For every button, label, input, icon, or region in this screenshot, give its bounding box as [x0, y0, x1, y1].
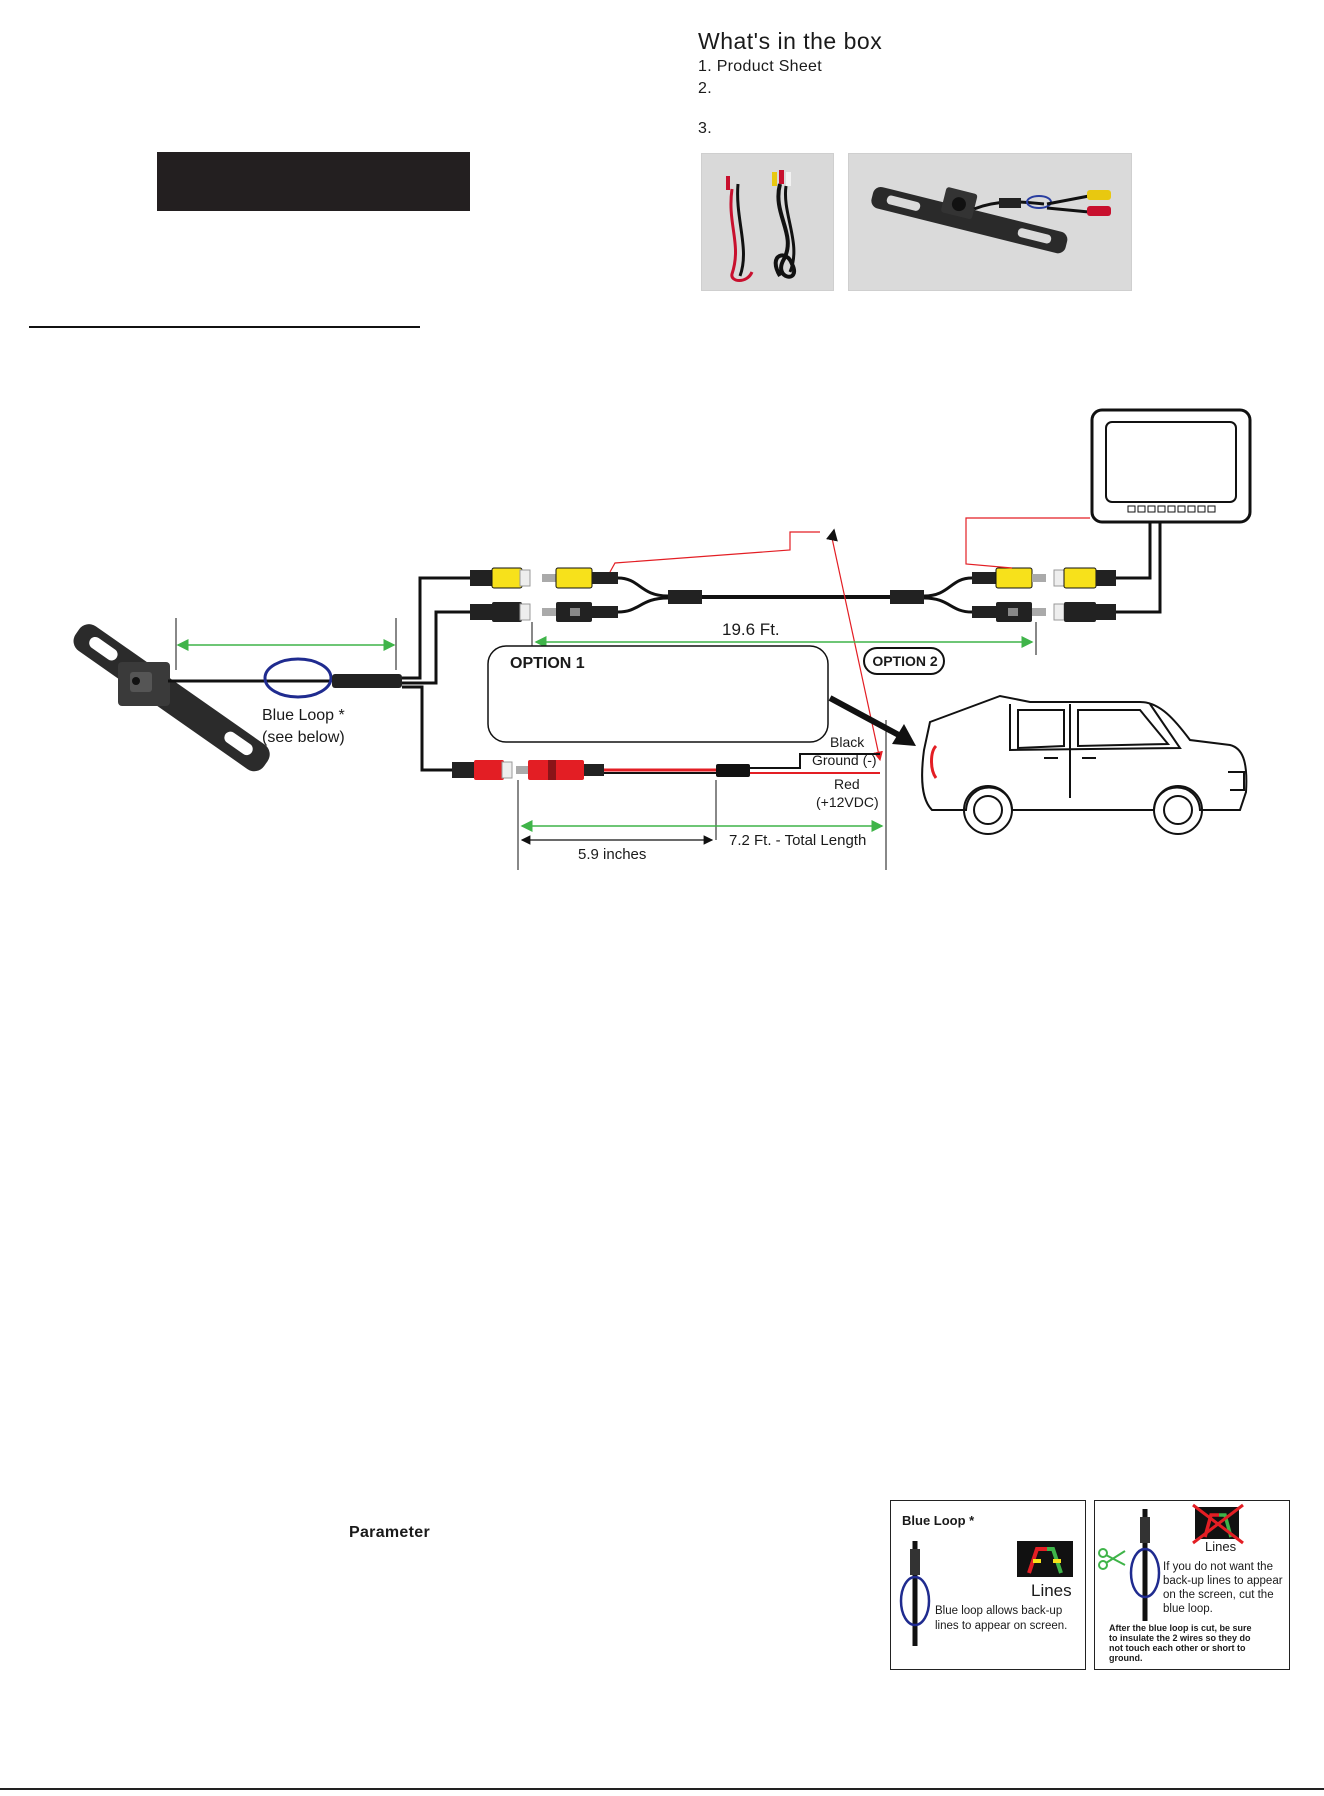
- monitor-icon: [1090, 408, 1252, 524]
- cut-warning-4: ground.: [1109, 1653, 1143, 1663]
- cut-instruction-2: back-up lines to appear: [1163, 1575, 1283, 1587]
- box-item-3-number: 3.: [698, 120, 712, 137]
- extension-video-plug-right: [972, 567, 1046, 589]
- cut-instruction-4: blue loop.: [1163, 1603, 1213, 1615]
- camera-power-connector: [470, 602, 531, 622]
- camera-bracket-illustration: [849, 154, 1131, 290]
- cut-loop-illustration: [1098, 1503, 1244, 1621]
- box-item-2-number: 2.: [698, 80, 712, 97]
- blue-loop: [263, 657, 333, 699]
- box-item-3: 3.: [698, 120, 712, 138]
- option-2-pill: [863, 647, 945, 675]
- ground-label: Ground (-): [812, 752, 877, 768]
- cable-kit-photo: [701, 153, 834, 291]
- box-item-2: 2.: [698, 80, 712, 98]
- scissors-icon: [1098, 1548, 1126, 1570]
- box-item-1-number: 1.: [698, 58, 712, 75]
- black-wire-label: Black: [830, 734, 865, 750]
- option-1-box: [487, 645, 829, 743]
- blue-loop-lines-label: Lines: [1031, 1581, 1072, 1600]
- cable-kit-illustration: [702, 154, 833, 290]
- blue-loop-illustration: [899, 1541, 1073, 1646]
- extension-black-plug-left: [542, 602, 618, 622]
- junction-block: [332, 674, 402, 688]
- monitor-black-connector: [1053, 602, 1116, 622]
- cut-loop-panel: Lines If you do not want the back-up lin…: [1094, 1500, 1290, 1670]
- box-item-1-label: Product Sheet: [716, 58, 823, 75]
- cut-loop-lines-label: Lines: [1205, 1539, 1237, 1554]
- camera-video-connector: [470, 567, 531, 589]
- car-icon: [921, 694, 1248, 835]
- cut-warning-2: to insulate the 2 wires so they do: [1109, 1633, 1251, 1643]
- blue-loop-panel-title: Blue Loop *: [902, 1513, 975, 1528]
- whats-in-box-title: What's in the box: [698, 28, 883, 54]
- voltage-label: (+12VDC): [816, 794, 879, 810]
- box-item-1: 1. Product Sheet: [698, 58, 822, 76]
- blue-loop-panel: Blue Loop * Lines Blue loop allows back-…: [890, 1500, 1086, 1670]
- blue-loop-caption-2: lines to appear on screen.: [935, 1620, 1068, 1632]
- power-plug: [516, 760, 604, 780]
- option-1-label: OPTION 1: [510, 655, 585, 672]
- blue-loop-caption-1: Blue loop allows back-up: [935, 1605, 1063, 1617]
- option-2-label: OPTION 2: [872, 653, 938, 669]
- total-length-label: 7.2 Ft. - Total Length: [729, 832, 867, 849]
- license-plate-camera: [73, 624, 270, 772]
- wiring-diagram: [73, 408, 1252, 870]
- red-wire-label: Red: [834, 776, 860, 792]
- monitor-video-connector: [1053, 567, 1116, 589]
- cut-warning-3: not touch each other or short to: [1109, 1643, 1246, 1653]
- blue-loop-label: Blue Loop *: [262, 707, 345, 724]
- camera-bracket-photo: [848, 153, 1132, 291]
- cut-instruction-1: If you do not want the: [1163, 1561, 1273, 1573]
- bottom-edge-line: [0, 1788, 1324, 1790]
- parameter-label: Parameter: [349, 1524, 430, 1541]
- section-underline: [29, 326, 420, 328]
- extension-video-plug-left: [542, 567, 618, 589]
- extension-black-plug-right: [972, 602, 1046, 622]
- blue-loop-sublabel: (see below): [262, 729, 345, 746]
- black-banner: [157, 152, 470, 211]
- cut-warning-1: After the blue loop is cut, be sure: [1109, 1623, 1252, 1633]
- inline-fuse: [716, 764, 750, 777]
- camera-red-connector: [452, 760, 513, 780]
- cable-length-19ft: 19.6 Ft.: [722, 620, 780, 639]
- short-length-label: 5.9 inches: [578, 846, 647, 863]
- cut-instruction-3: on the screen, cut the: [1163, 1589, 1274, 1601]
